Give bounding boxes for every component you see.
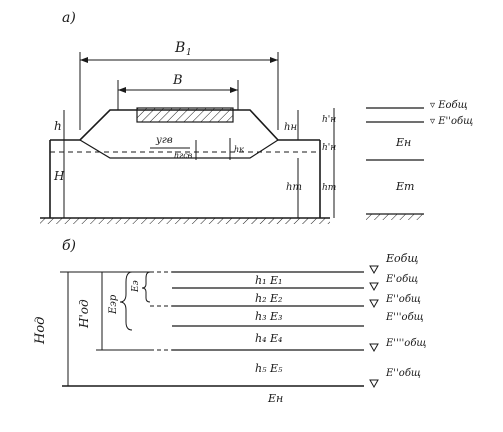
mod-4: E''''общ [385,338,426,349]
layer-label-3: h₃ E₃ [255,310,282,323]
panel-a-label: а) [62,10,76,26]
layer-label-1: h₁ E₁ [255,274,282,287]
right-ht-label: hт [322,183,336,193]
hn-label: hн [284,122,297,133]
tri-0 [369,265,379,275]
mod-top: Eобщ [385,252,418,265]
ht-label: hт [286,182,302,193]
tri-4 [369,343,379,353]
h-od-label: Hод [33,317,48,345]
hk-label: hк [234,145,244,154]
brace-e-small [141,271,151,303]
e-obsh-pp-label: ▿ E''общ [430,116,473,127]
H-label: H [53,169,65,183]
e-t-label: Eт [395,180,414,193]
tri-2 [369,299,379,309]
hgsv-label: hгсв [174,151,193,160]
right-hprime-label: h'н [322,143,336,153]
e-obsh-label: ▿ Eобщ [430,100,468,111]
panel-b-label: б) [62,238,76,254]
h-od-prime-label: H'од [77,299,91,329]
right-hn-label: h'н [322,115,336,125]
b1-sub: 1 [186,48,192,58]
h-label: h [54,119,62,133]
e-small-label: Eэ [131,280,141,293]
pavement-block [136,107,234,123]
mod-5: E''общ [385,368,421,379]
subgrade-lower [79,139,279,159]
mod-3: E'''общ [385,312,424,323]
b-arrow-left [118,87,126,93]
ugv-label: угв [155,135,173,146]
b-label: B [172,73,183,88]
b1-arrow-left [80,57,88,63]
brace-e-op [119,271,133,331]
right-ground-hatch [366,214,424,220]
b1-label: B [174,40,185,56]
b-arrow-right [230,87,238,93]
base-label: Eн [267,392,283,405]
embankment-top [50,109,320,141]
tri-1 [369,282,379,292]
layer-label-2: h₂ E₂ [255,292,282,305]
e-n-label: Eн [395,136,411,149]
mod-1: E'общ [385,274,418,285]
mod-2: E''общ [385,294,421,305]
ground-hatch [40,218,330,224]
layer-label-5: h₅ E₅ [255,362,283,375]
e-op-label: Eэр [108,294,119,315]
layer-label-4: h₄ E₄ [255,332,282,345]
b1-arrow-right [270,57,278,63]
tri-5 [369,379,379,389]
